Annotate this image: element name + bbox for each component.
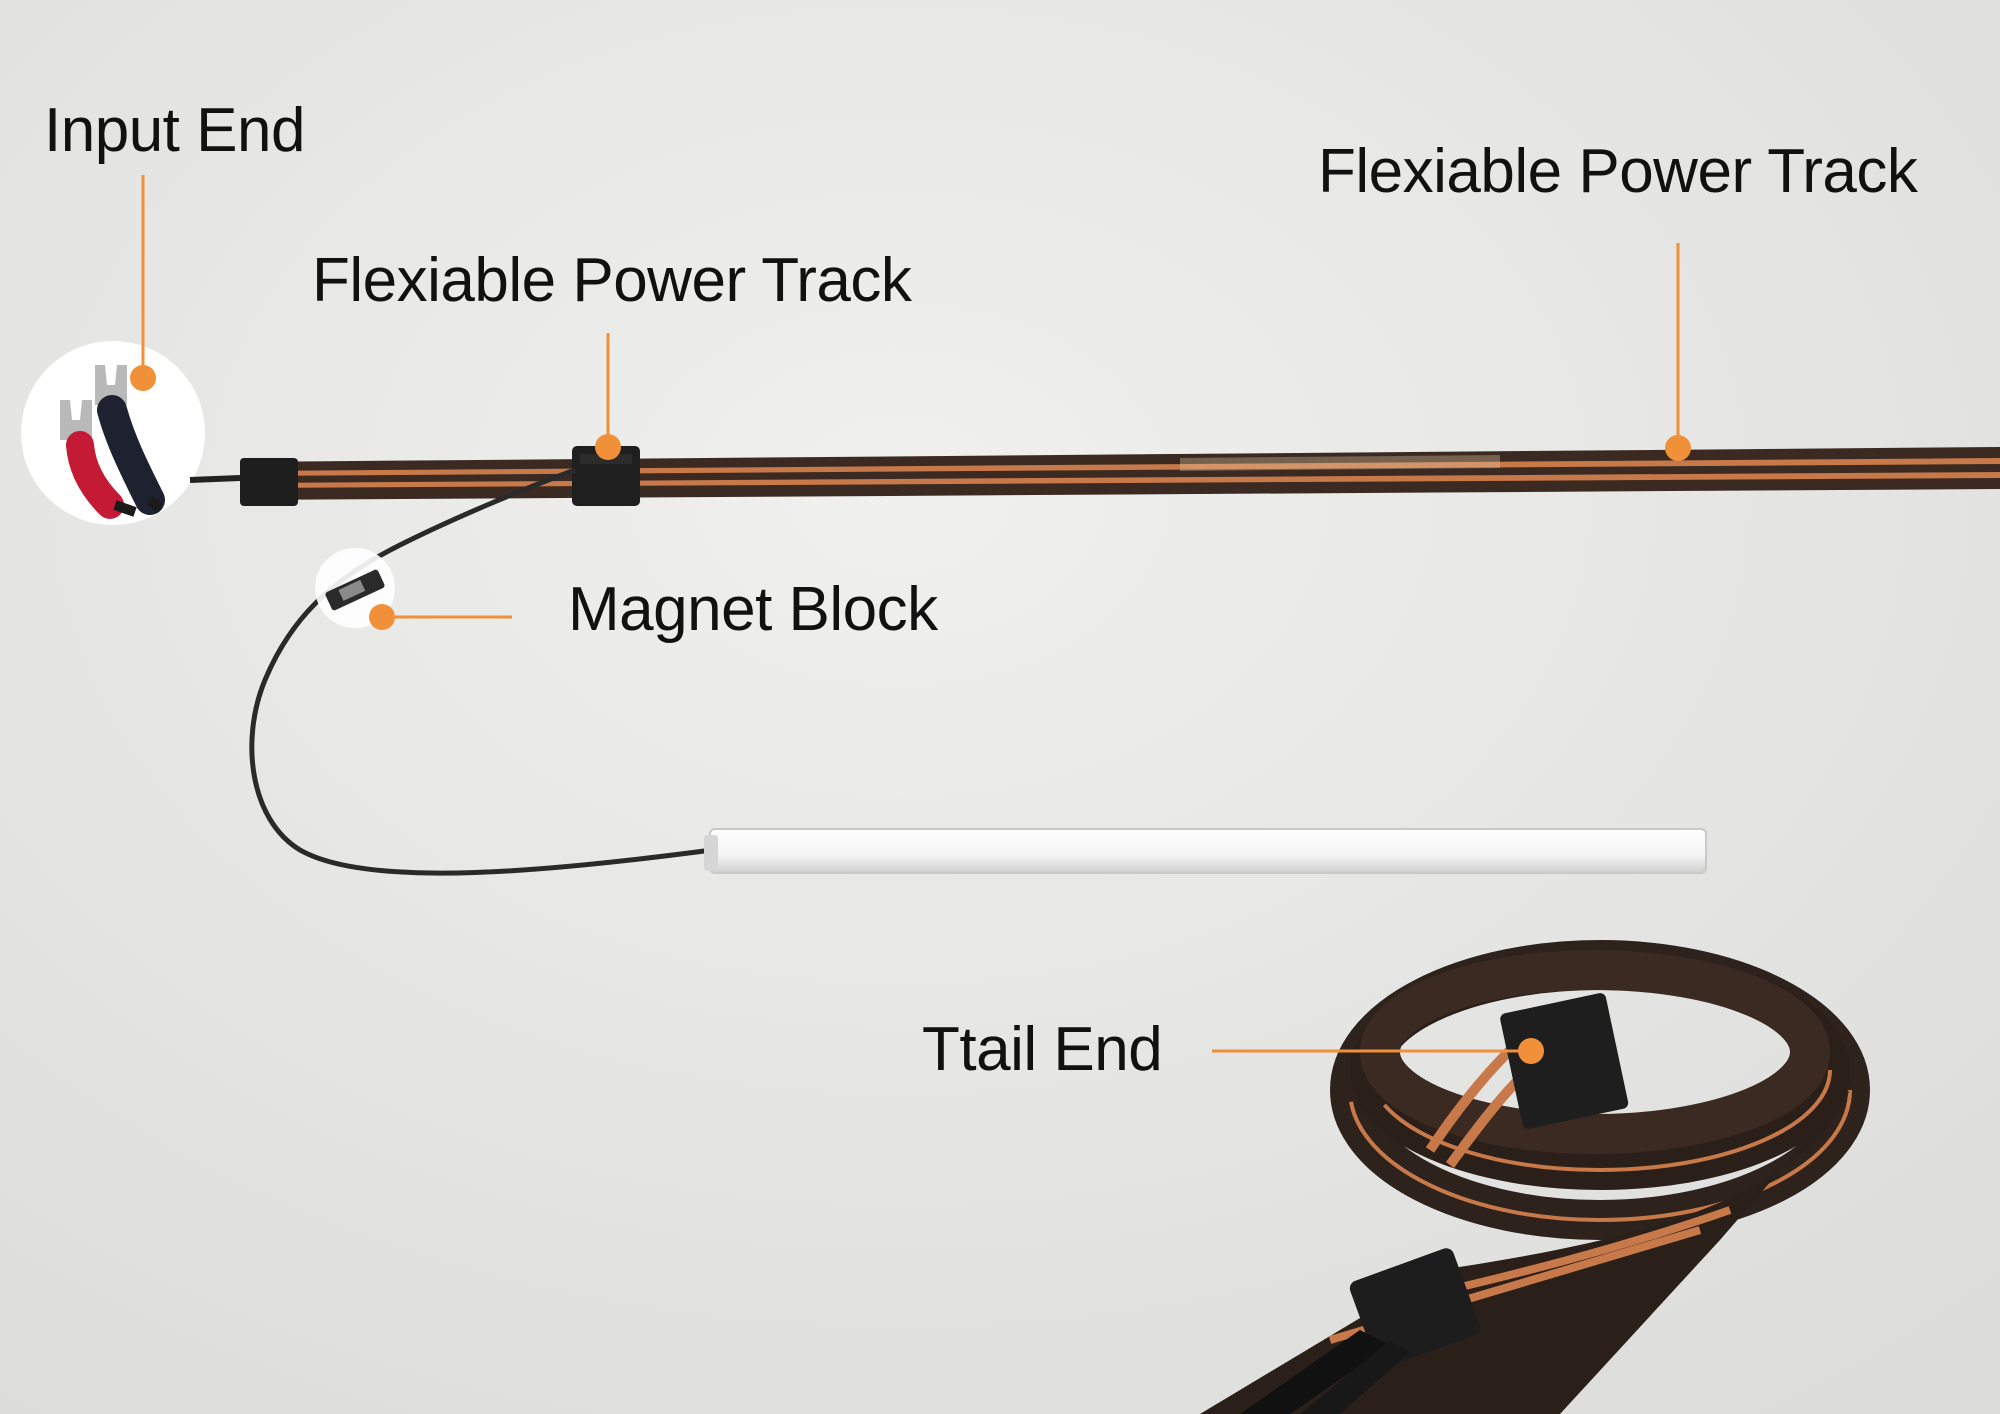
- callout-magnet-block: [369, 604, 512, 630]
- label-track-left: Flexiable Power Track: [312, 246, 912, 315]
- input-cable: [189, 475, 241, 483]
- label-input-end: Input End: [44, 96, 305, 165]
- led-bar: [704, 828, 1707, 874]
- callout-track-left: [595, 333, 621, 460]
- input-end-inset: [21, 341, 205, 525]
- spade-terminal-icon: [60, 365, 165, 519]
- label-tail-end: Ttail End: [922, 1015, 1163, 1084]
- label-track-right: Flexiable Power Track: [1318, 137, 1918, 206]
- flexible-power-track: [240, 447, 2000, 500]
- label-magnet-block: Magnet Block: [568, 575, 938, 644]
- callout-tail-end: [1212, 1038, 1544, 1064]
- callout-track-right: [1665, 243, 1691, 461]
- callout-input-end: [130, 175, 156, 391]
- input-connector: [240, 458, 298, 506]
- coiled-track: [1200, 940, 1870, 1414]
- tap-cable: [249, 467, 713, 876]
